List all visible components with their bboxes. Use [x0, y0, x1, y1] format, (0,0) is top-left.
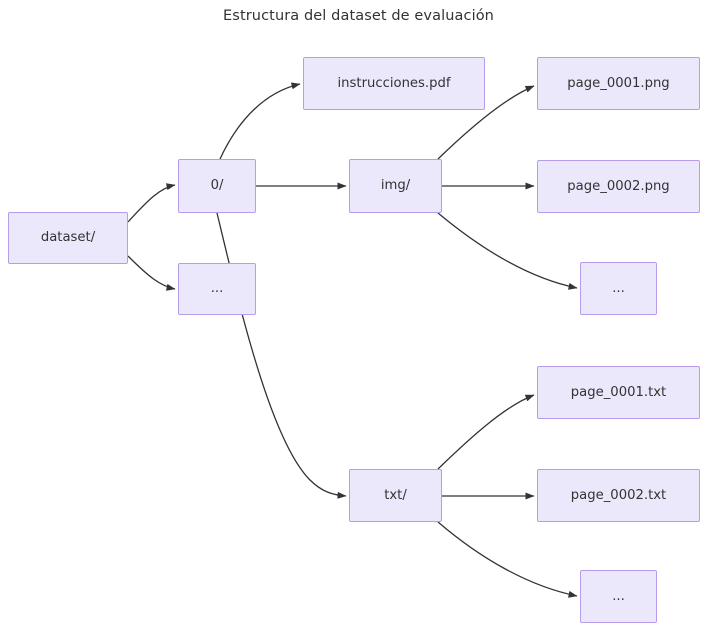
node-label-ellipsis_img: ...: [612, 280, 625, 296]
node-txt[interactable]: txt/: [349, 469, 442, 522]
node-label-txt: txt/: [384, 487, 407, 503]
edge-dataset-to-zero: [127, 183, 176, 223]
node-label-zero: 0/: [210, 178, 224, 194]
node-ellipsis_root[interactable]: ...: [178, 263, 256, 315]
node-img[interactable]: img/: [349, 159, 442, 213]
edge-img-to-ellipsis_img: [437, 212, 578, 290]
node-label-ellipsis_txt: ...: [612, 588, 625, 604]
node-zero[interactable]: 0/: [178, 159, 256, 213]
node-label-ellipsis_root: ...: [210, 281, 224, 297]
node-label-png2: page_0002.png: [567, 178, 670, 194]
node-instrucciones[interactable]: instrucciones.pdf: [303, 57, 485, 110]
diagram-title: Estructura del dataset de evaluación: [223, 8, 494, 24]
node-label-img: img/: [380, 178, 411, 194]
edge-txt-to-txt1: [437, 394, 535, 470]
edge-dataset-to-ellipsis_root: [127, 255, 176, 291]
node-label-instrucciones: instrucciones.pdf: [337, 75, 451, 91]
node-png1[interactable]: page_0001.png: [537, 57, 700, 110]
node-ellipsis_txt[interactable]: ...: [580, 570, 657, 623]
node-label-png1: page_0001.png: [567, 75, 670, 91]
node-dataset[interactable]: dataset/: [8, 212, 128, 264]
node-txt2[interactable]: page_0002.txt: [537, 469, 700, 522]
node-label-txt1: page_0001.txt: [570, 384, 667, 400]
edge-zero-to-instrucciones: [219, 82, 301, 160]
edge-zero-to-txt: [216, 212, 347, 499]
node-ellipsis_img[interactable]: ...: [580, 262, 657, 315]
node-txt1[interactable]: page_0001.txt: [537, 366, 700, 419]
node-png2[interactable]: page_0002.png: [537, 160, 700, 213]
node-label-txt2: page_0002.txt: [570, 487, 667, 503]
edge-txt-to-ellipsis_txt: [437, 521, 578, 598]
node-label-dataset: dataset/: [40, 230, 96, 246]
